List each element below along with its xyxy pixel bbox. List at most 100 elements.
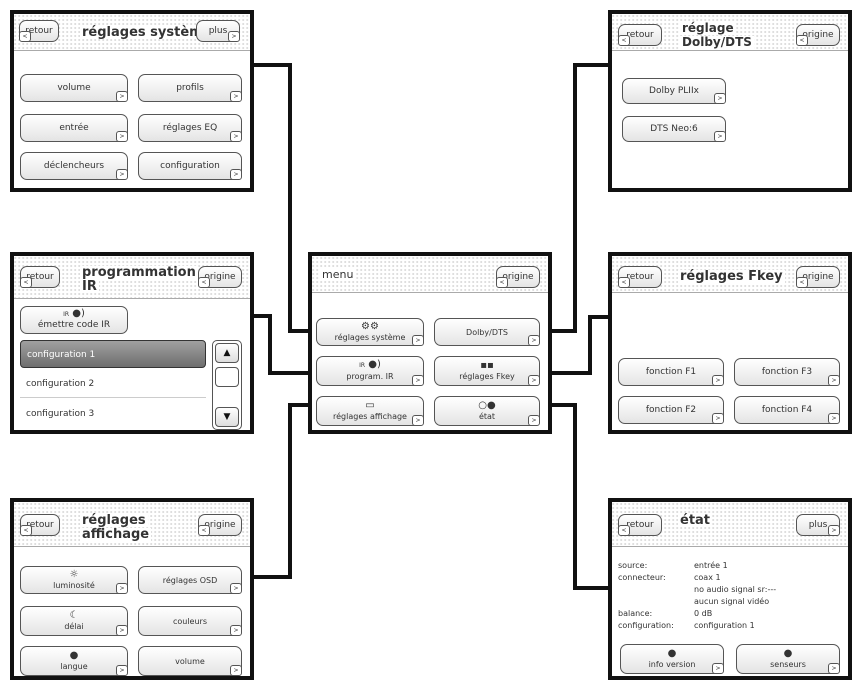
program-ir-button[interactable]: IR ●) program. IR> <box>316 356 424 386</box>
more-button[interactable]: plus> <box>196 20 240 42</box>
back-label: retour <box>626 29 654 40</box>
label: réglages OSD <box>162 575 218 585</box>
line-dolby <box>535 53 641 333</box>
origin-button[interactable]: origine< <box>796 24 840 46</box>
status-value: configuration 1 <box>694 621 755 630</box>
ir-icon-text: IR <box>359 362 366 369</box>
dolby-pliix-button[interactable]: Dolby PLIIx> <box>622 78 726 104</box>
status-value: coax 1 <box>694 573 721 582</box>
label: langue <box>60 661 88 671</box>
label: réglages affichage <box>333 411 407 421</box>
scroll-thumb[interactable] <box>215 367 239 387</box>
delai-button[interactable]: ☾ délai> <box>20 606 128 636</box>
profils-button[interactable]: profils> <box>138 74 242 102</box>
scroll-up-button[interactable]: ▲ <box>215 343 239 363</box>
chevron-right-icon: > <box>116 91 128 102</box>
chevron-left-icon: < <box>618 525 630 536</box>
info-version-button[interactable]: ● info version> <box>620 644 724 674</box>
reglages-affichage-button[interactable]: ▭ réglages affichage> <box>316 396 424 426</box>
label: senseurs <box>770 659 806 669</box>
fonction-f1-button[interactable]: fonction F1> <box>618 358 724 386</box>
back-button[interactable]: retour< <box>618 514 662 536</box>
list-item[interactable]: configuration 2 <box>20 370 206 398</box>
origin-label: origine <box>204 519 236 530</box>
volume-button[interactable]: volume > <box>138 646 242 676</box>
chevron-right-icon: > <box>528 375 540 386</box>
dolby-dts-button[interactable]: Dolby/DTS > <box>434 318 540 346</box>
sensor-icon: ● <box>783 647 793 659</box>
page-title: réglages système <box>80 25 214 40</box>
screen-etat: retour< état plus> source: entrée 1 conn… <box>608 498 852 680</box>
screen-menu: menu origine< ⚙⚙ réglages système> Dolby… <box>308 252 552 434</box>
back-button[interactable]: retour< <box>618 24 662 46</box>
label: Dolby PLIIx <box>649 85 699 96</box>
back-button[interactable]: retour< <box>19 20 59 42</box>
origin-button[interactable]: origine< <box>796 266 840 288</box>
fonction-f4-button[interactable]: fonction F4> <box>734 396 840 424</box>
page-title-line1: réglages <box>80 513 148 528</box>
reglages-fkey-button[interactable]: ▪▪ réglages Fkey> <box>434 356 540 386</box>
etat-button[interactable]: ○● état> <box>434 396 540 426</box>
list-item[interactable]: configuration 1 <box>20 340 206 368</box>
declencheurs-button[interactable]: déclencheurs> <box>20 152 128 180</box>
label: configuration 1 <box>27 350 96 360</box>
status-value: aucun signal vidéo <box>694 597 770 606</box>
status-label: configuration: <box>618 621 674 630</box>
label: volume <box>175 656 205 666</box>
label: émettre code IR <box>37 320 111 330</box>
dts-neo6-button[interactable]: DTS Neo:6> <box>622 116 726 142</box>
page-title-line2: affichage <box>80 527 152 542</box>
origin-button[interactable]: origine< <box>496 266 540 288</box>
chevron-right-icon: > <box>230 131 242 142</box>
scrollbar[interactable]: ▲ ▼ <box>212 340 242 430</box>
fonction-f2-button[interactable]: fonction F2> <box>618 396 724 424</box>
chevron-left-icon: < <box>796 277 808 288</box>
chevron-left-icon: < <box>20 525 32 536</box>
page-title: réglages Fkey <box>678 269 785 284</box>
chevron-right-icon: > <box>712 375 724 386</box>
chevron-right-icon: > <box>528 335 540 346</box>
senseurs-button[interactable]: ● senseurs > <box>736 644 840 674</box>
label: profils <box>176 82 204 93</box>
list-item[interactable]: configuration 3 <box>20 400 206 428</box>
page-title-line2: IR <box>80 279 99 294</box>
more-button[interactable]: plus> <box>796 514 840 536</box>
fonction-f3-button[interactable]: fonction F3> <box>734 358 840 386</box>
reglages-osd-button[interactable]: réglages OSD > <box>138 566 242 594</box>
label: fonction F4 <box>761 404 813 415</box>
origin-label: origine <box>204 271 236 282</box>
couleurs-button[interactable]: couleurs> <box>138 606 242 636</box>
chevron-right-icon: > <box>828 375 840 386</box>
label: Dolby/DTS <box>466 327 508 337</box>
back-button[interactable]: retour< <box>618 266 662 288</box>
volume-button[interactable]: volume > <box>20 74 128 102</box>
chevron-right-icon: > <box>116 625 128 636</box>
label: fonction F2 <box>645 404 697 415</box>
label: program. IR <box>346 372 394 381</box>
label: volume <box>57 82 91 93</box>
ir-icon-text: IR <box>63 311 70 318</box>
chevron-right-icon: > <box>230 665 242 676</box>
chevron-right-icon: > <box>528 415 540 426</box>
scroll-down-button[interactable]: ▼ <box>215 407 239 427</box>
entree-button[interactable]: entrée> <box>20 114 128 142</box>
back-label: retour <box>626 519 654 530</box>
info-icon: ● <box>667 647 677 659</box>
screen-reglages-systeme: retour< réglages système plus> volume > p… <box>10 10 254 192</box>
emit-ir-code-button[interactable]: IR ●) émettre code IR <box>20 306 128 334</box>
luminosite-button[interactable]: ☼ luminosité> <box>20 566 128 594</box>
origin-button[interactable]: origine< <box>198 514 242 536</box>
back-button[interactable]: retour< <box>20 514 60 536</box>
reglages-systeme-button[interactable]: ⚙⚙ réglages système> <box>316 318 424 346</box>
back-button[interactable]: retour< <box>20 266 60 288</box>
status-value: entrée 1 <box>694 561 728 570</box>
langue-button[interactable]: ● langue> <box>20 646 128 676</box>
screen-reglage-dolby-dts: retour< réglage Dolby/DTS origine< Dolby… <box>608 10 852 192</box>
origin-label: origine <box>802 271 834 282</box>
origin-button[interactable]: origine< <box>198 266 242 288</box>
chevron-right-icon: > <box>828 663 840 674</box>
label: couleurs <box>172 616 208 626</box>
chevron-right-icon: > <box>230 583 242 594</box>
configuration-button[interactable]: configuration> <box>138 152 242 180</box>
reglages-eq-button[interactable]: réglages EQ> <box>138 114 242 142</box>
